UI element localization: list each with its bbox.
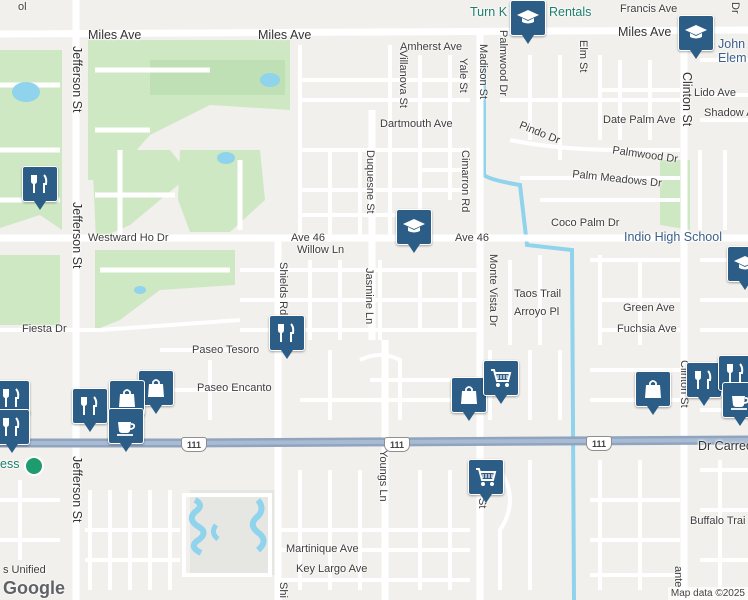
shopping-pin[interactable] (451, 377, 487, 421)
street-label-martinique-ave: Martinique Ave (286, 543, 359, 555)
highway-111-shield: 111 (586, 436, 612, 451)
fitness-poi-dot[interactable] (24, 456, 44, 476)
grocery-pin[interactable] (483, 360, 519, 404)
ponds (12, 73, 280, 556)
restaurant-pin[interactable] (22, 166, 58, 210)
graduation-cap-icon (685, 25, 707, 39)
street-label-villanova-st: Villanova St (397, 50, 409, 108)
shopping-cart-icon (476, 468, 497, 486)
street-label-fragment: ante (672, 566, 684, 588)
street-label-shields-rd: Shi (277, 582, 289, 598)
street-label-shields-rd: Shields Rd (277, 262, 289, 316)
street-label-madison-st: Madison St (477, 44, 489, 100)
place-label-johnson-elementary[interactable]: John (718, 37, 746, 51)
street-label-youngs-ln: Youngs Ln (377, 450, 389, 502)
water-channel (482, 60, 576, 600)
street-label-elm-st: Elm St (577, 40, 589, 73)
cafe-pin[interactable] (108, 408, 144, 452)
street-label-coco-palm-dr: Coco Palm Dr (551, 217, 620, 229)
street-label-green-ave: Green Ave (623, 302, 675, 314)
place-label-rentals[interactable]: Rentals (549, 5, 592, 19)
street-label-key-largo-ave: Key Largo Ave (296, 563, 368, 575)
street-label-jefferson-st: Jefferson St (70, 202, 84, 269)
coffee-cup-icon (117, 422, 136, 436)
fork-knife-icon (81, 396, 98, 415)
street-label-fuchsia-ave: Fuchsia Ave (617, 323, 677, 335)
street-label-palmwood-dr: Palmwood Dr (497, 30, 509, 97)
golf-course-area (0, 40, 690, 575)
street-label-paseo-encanto: Paseo Encanto (197, 382, 272, 394)
street-label-date-palm-ave: Date Palm Ave (603, 114, 676, 126)
place-label-fitness[interactable]: ess (0, 457, 20, 471)
street-label-willow-ln: Willow Ln (297, 244, 345, 256)
street-label-clinton-st: Clinton St (680, 72, 694, 127)
street-label-taos-trail: Taos Trail (514, 288, 562, 300)
street-label-ave-46: Ave 46 (455, 232, 490, 244)
restaurant-pin[interactable] (0, 409, 30, 453)
restaurant-pin[interactable] (72, 388, 108, 432)
street-label-cimarron-rd: Cimarron Rd (459, 150, 471, 213)
fork-knife-icon (278, 323, 295, 342)
street-label-lido-ave: Lido Ave (694, 87, 737, 99)
coffee-cup-icon (731, 396, 748, 410)
shopping-cart-icon (491, 369, 512, 387)
street-label-fragment: Dr (729, 2, 741, 14)
street-label-buffalo-trail: Buffalo Trai (690, 515, 746, 527)
shopping-bag-icon (148, 379, 164, 397)
street-label-fiesta-dr: Fiesta Dr (22, 323, 67, 335)
street-label-miles-ave: Miles Ave (258, 28, 312, 42)
place-label-fragment: ol (18, 1, 27, 13)
graduation-cap-icon (734, 256, 748, 270)
fork-knife-icon (3, 417, 20, 436)
place-label-unified: s Unified (3, 564, 46, 576)
restaurant-pin[interactable] (269, 315, 305, 359)
street-label-duquesne-st: Duquesne St (364, 150, 376, 214)
highway-111-shield: 111 (384, 437, 410, 452)
graduation-cap-icon (403, 219, 425, 233)
shopping-bag-icon (461, 386, 477, 404)
shopping-pin[interactable] (635, 371, 671, 415)
street-label-jefferson-st: Jefferson St (70, 46, 84, 113)
street-label-dr-carreon: Dr Carreo (698, 439, 748, 453)
place-label-johnson-elementary[interactable]: Elem (718, 51, 747, 65)
map-attribution[interactable]: Map data ©2025 (667, 587, 748, 600)
street-label-dartmouth-ave: Dartmouth Ave (380, 118, 453, 130)
school-pin[interactable] (678, 15, 714, 59)
shopping-bag-icon (645, 380, 661, 398)
street-label-amherst-ave: Amherst Ave (400, 41, 463, 53)
cafe-pin[interactable] (722, 382, 748, 426)
school-pin[interactable] (396, 209, 432, 253)
street-label-miles-ave: Miles Ave (88, 28, 142, 42)
fork-knife-icon (695, 370, 712, 389)
street-label-monte-vista-dr: Monte Vista Dr (487, 254, 499, 327)
place-label-indio-high-school[interactable]: Indio High School (624, 230, 722, 244)
street-label-paseo-tesoro: Paseo Tesoro (192, 344, 260, 356)
grocery-pin[interactable] (468, 459, 504, 503)
street-label-ave-46: Ave 46 (291, 232, 326, 244)
fork-knife-icon (3, 388, 20, 407)
residential-streets (0, 45, 748, 590)
graduation-cap-icon (517, 10, 539, 24)
restaurant-pin[interactable] (686, 362, 722, 406)
street-label-shadow-ave: Shadow A (704, 107, 748, 119)
street-label-miles-ave: Miles Ave (618, 25, 672, 39)
street-label-arroyo-pl: Arroyo Pl (514, 306, 560, 318)
street-label-yale-st: Yale St (457, 58, 469, 93)
street-label-jefferson-st: Jefferson St (70, 456, 84, 523)
street-label-westward-ho-dr: Westward Ho Dr (88, 232, 169, 244)
street-label-francis-ave: Francis Ave (620, 3, 678, 15)
google-logo[interactable]: Google (3, 578, 65, 598)
street-label-jasmine-ln: Jasmine Ln (363, 268, 375, 325)
school-pin[interactable] (510, 0, 546, 44)
fork-knife-icon (31, 174, 48, 193)
shopping-bag-icon (119, 389, 135, 407)
highway-111-shield: 111 (181, 437, 207, 452)
fork-knife-icon (727, 363, 744, 382)
school-pin[interactable] (727, 246, 748, 290)
place-label-turn-key[interactable]: Turn K (470, 5, 508, 19)
